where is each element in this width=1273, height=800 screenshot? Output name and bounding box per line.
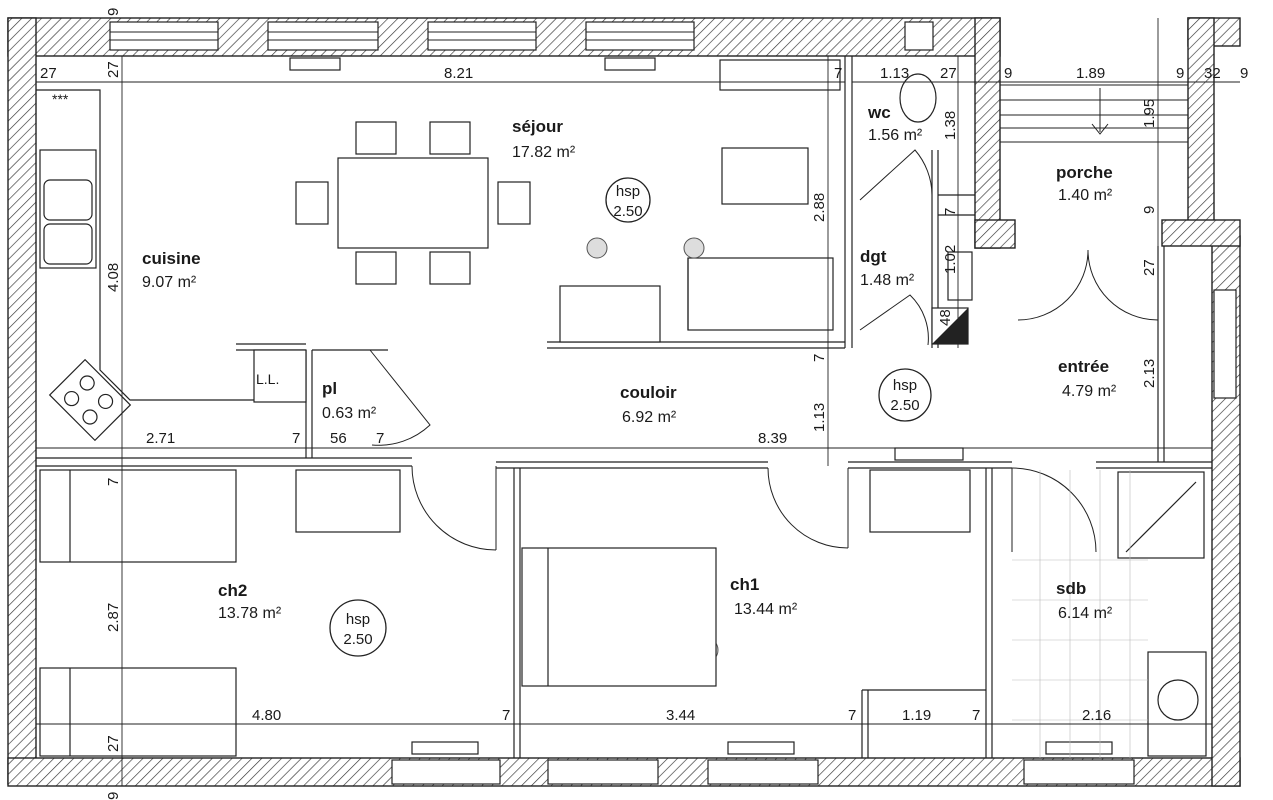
dim-label: 9 [1176,65,1184,82]
dim-label: 1.02 [942,245,959,274]
room-area-pl: 0.63 m² [322,405,377,422]
room-area-ch1: 13.44 m² [734,601,798,618]
room-area-cuisine: 9.07 m² [142,274,197,291]
dim-label: 7 [848,707,856,724]
room-area-ch2: 13.78 m² [218,605,282,622]
stars-label: *** [52,91,69,107]
room-area-dgt: 1.48 m² [860,272,915,289]
doors [369,149,1159,553]
dim-label: 7 [502,707,510,724]
dim-label: 7 [972,707,980,724]
room-area-sdb: 6.14 m² [1058,605,1113,622]
dim-label: 1.13 [880,65,909,82]
dim-label: 27 [105,735,122,752]
dim-label: 1.95 [1141,99,1158,128]
room-name-ch1: ch1 [730,575,759,594]
dimension-lines [36,18,1240,786]
top-windows [109,21,934,51]
hsp-label: hsp [346,611,370,628]
room-name-sdb: sdb [1056,579,1086,598]
room-area-porche: 1.40 m² [1058,187,1113,204]
dim-label: 7 [292,430,300,447]
dim-label: 7 [811,354,828,362]
dim-label: 2.16 [1082,707,1111,724]
dim-label: 9 [105,8,122,16]
dim-label: 9 [1141,206,1158,214]
dim-label: 2.13 [1141,359,1158,388]
dim-label: 1.13 [811,403,828,432]
dim-label: 27 [1141,259,1158,276]
radiators [289,57,1113,755]
dim-label: 4.08 [105,263,122,292]
ll-label: L.L. [256,371,279,387]
room-name-wc: wc [867,103,891,122]
dim-label: 9 [105,792,122,800]
dim-label: 1.38 [942,111,959,140]
bottom-windows [391,759,1135,785]
dim-label: 7 [834,65,842,82]
dim-label: 4.80 [252,707,281,724]
room-area-entree: 4.79 m² [1062,383,1117,400]
room-name-couloir: couloir [620,383,677,402]
hsp-label: hsp [616,183,640,200]
hsp-value: 2.50 [613,203,642,220]
hsp-value: 2.50 [343,631,372,648]
room-name-ch2: ch2 [218,581,247,600]
dim-label: 9 [1240,65,1248,82]
dim-label: 8.21 [444,65,473,82]
room-name-dgt: dgt [860,247,887,266]
dim-label: 9 [1004,65,1012,82]
dim-label: 27 [40,65,57,82]
right-window [1213,289,1237,399]
dim-label: 56 [330,430,347,447]
dim-label: 27 [940,65,957,82]
dim-label: 1.19 [902,707,931,724]
room-name-cuisine: cuisine [142,249,201,268]
hsp-value: 2.50 [890,397,919,414]
room-name-pl: pl [322,379,337,398]
hsp-label: hsp [893,377,917,394]
dim-label: 2.87 [105,603,122,632]
dim-label: 32 [1204,65,1221,82]
room-area-wc: 1.56 m² [868,127,923,144]
room-area-couloir: 6.92 m² [622,409,677,426]
dim-label: 8.39 [758,430,787,447]
dim-label: 2.88 [811,193,828,222]
room-name-sejour: séjour [512,117,563,136]
dim-label: 2.71 [146,430,175,447]
dim-label: 7 [942,208,959,216]
dim-label: 7 [376,430,384,447]
dim-label: 7 [105,478,122,486]
room-name-porche: porche [1056,163,1113,182]
furniture [39,59,1207,758]
dim-label: 1.89 [1076,65,1105,82]
dim-label: 27 [105,61,122,78]
room-area-sejour: 17.82 m² [512,144,576,161]
dim-label: 3.44 [666,707,695,724]
hsp-markers [329,177,932,657]
dim-label: 48 [937,309,954,326]
room-name-entree: entrée [1058,357,1109,376]
